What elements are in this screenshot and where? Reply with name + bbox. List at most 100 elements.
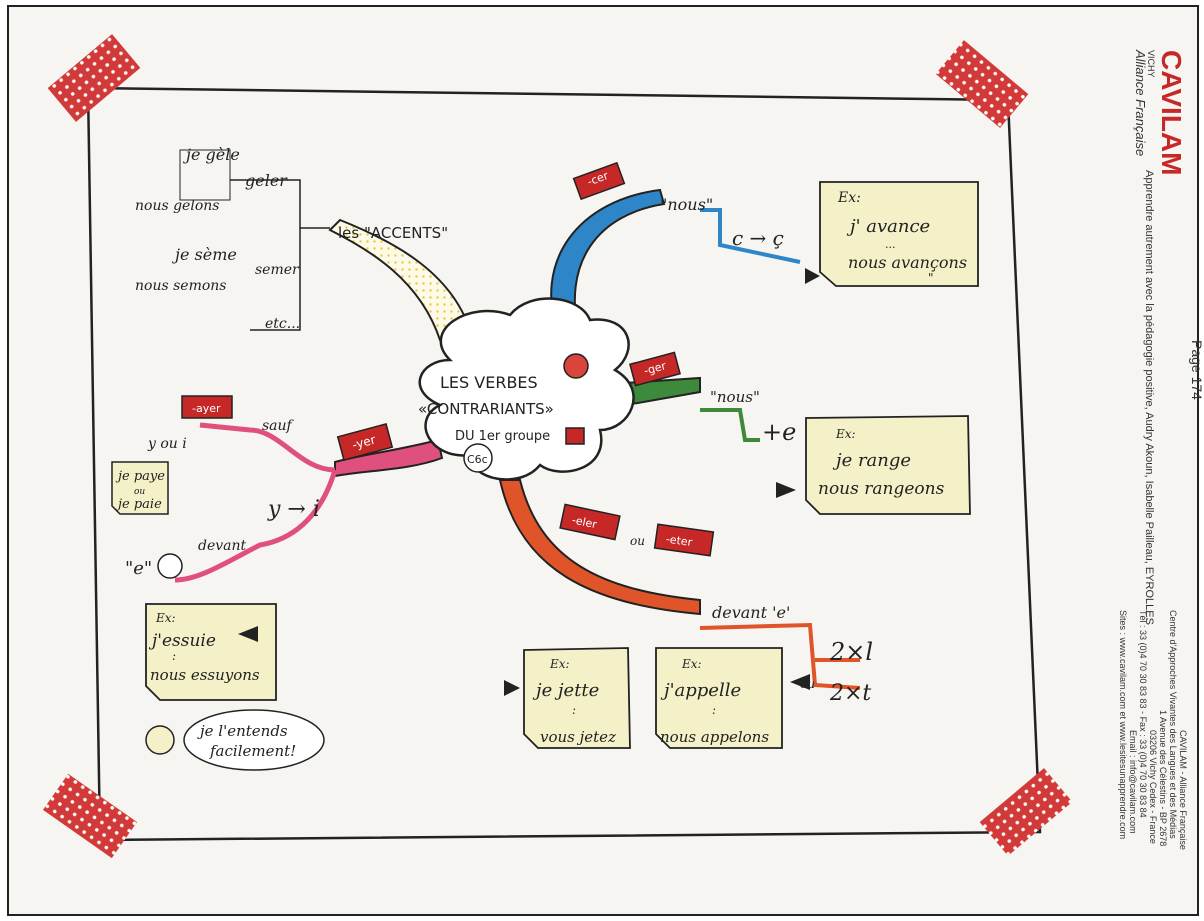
yer-y-or-i: y ou i (147, 436, 187, 452)
yer-note-line2: : (172, 649, 176, 663)
paper-sheet (7, 5, 1199, 916)
eler-note-2 (523, 647, 631, 749)
address-line-5: Tél : 33 (0)4 70 30 83 83 - Fax : 33 (0)… (1138, 610, 1148, 818)
yer-rule: y → i (267, 497, 320, 522)
cer-note-line3: nous avançons (848, 253, 967, 272)
center-badge-circle (463, 443, 493, 473)
accents-example-3: nous gelons (135, 198, 219, 214)
eter-tag (653, 523, 715, 557)
ger-note-line2: nous rangeons (818, 479, 945, 499)
accents-label: les "ACCENTS" (338, 224, 448, 242)
ger-note-ex: Ex: (835, 427, 856, 441)
accents-example-2: geler (245, 171, 288, 190)
smiling-face-icon (145, 725, 175, 755)
address-line-1: CAVILAM - Alliance Française (1178, 730, 1188, 850)
center-title-line3: DU 1er groupe (455, 429, 550, 444)
accents-example-4: je sème (172, 245, 237, 264)
yer-before: devant (198, 538, 247, 554)
address-line-7: Sites : www.cavilam.com et www.lesitesun… (1118, 610, 1128, 839)
yer-arrow-icon (238, 626, 258, 642)
yer-note-line3: nous essuyons (150, 666, 260, 684)
brand-sub: VICHY (1146, 50, 1156, 78)
eler-arrow-2-icon (504, 680, 520, 696)
accents-example-6: nous semons (135, 278, 226, 294)
speech-line1: je l'entends (197, 722, 288, 740)
cer-branch (550, 188, 666, 341)
speech-line2: facilement! (209, 742, 296, 760)
yer-paye-line1: je paye (115, 469, 165, 484)
yer-paye-line3: je paie (115, 497, 162, 512)
eler-tag (559, 503, 621, 541)
brand-line: Alliance Française (1133, 49, 1148, 156)
yer-line-bottom (174, 469, 338, 583)
cer-tag (572, 161, 626, 201)
accents-example-1: je gèle (183, 145, 240, 164)
eler-double-l: 2×l (829, 638, 873, 666)
ger-tag-label: -ger (643, 359, 668, 377)
ger-line (700, 408, 760, 442)
address-line-2: Centre d'Approches Vivantes des Langues … (1168, 610, 1178, 839)
cer-arrow-icon (805, 268, 820, 284)
eler-rule: devant 'e' (712, 603, 790, 622)
center-badge: C6c (467, 453, 488, 466)
eler-line (699, 622, 861, 690)
eler-note2-ex: Ex: (549, 657, 570, 671)
speech-bubble (183, 709, 325, 771)
eler-or: ou (630, 534, 645, 548)
eler-note1-line3: nous appelons (660, 728, 769, 746)
center-title-line1: LES VERBES (440, 373, 538, 392)
eler-branch (498, 479, 701, 616)
accents-connector (230, 179, 330, 229)
accents-box-1 (179, 149, 231, 201)
accents-example-7: etc... (265, 316, 300, 332)
cer-nous: "nous" (660, 195, 713, 214)
ger-tag (629, 351, 681, 387)
yer-tag (336, 423, 394, 461)
cer-note-line1: j' avance (846, 216, 930, 237)
ayer-tag (181, 395, 233, 419)
eler-double-t: 2×t (829, 681, 871, 706)
ayer-tag-label: -ayer (192, 402, 221, 415)
eler-note1-line1: j'appelle (660, 680, 741, 701)
yer-note-line1: j'essuie (148, 631, 216, 651)
accents-connector-2 (250, 228, 301, 331)
frowning-face-icon (563, 353, 589, 379)
ger-note-line1: je range (832, 450, 911, 471)
tape-bottom-left (42, 773, 138, 859)
ger-rule: +e (762, 418, 796, 446)
yer-except: sauf (262, 418, 295, 434)
eler-note2-line3: vous jetez (540, 728, 616, 746)
yer-tag-label: -yer (351, 432, 377, 452)
yer-paye-note (111, 461, 169, 515)
eler-note2-line1: je jette (532, 680, 599, 701)
tape-top-left (47, 34, 141, 122)
address-line-3: 1 Avenue des Célestins - BP 2678 (1158, 710, 1168, 846)
cer-note-line2: ... (885, 238, 896, 251)
cer-note-line4: " (928, 271, 934, 285)
accents-branch (328, 218, 472, 342)
ger-note (805, 415, 971, 515)
shocked-face-icon (157, 553, 183, 579)
drawn-frame (86, 86, 1042, 842)
page-number: Page 174 (1189, 340, 1204, 400)
yer-e-label: "e" (125, 558, 152, 579)
yer-note (145, 603, 277, 701)
sidebar: CAVILAM VICHY Alliance Française Apprend… (1118, 49, 1204, 850)
eler-note2-line2: : (572, 703, 576, 717)
cer-note (819, 181, 979, 287)
center-title-line2: «CONTRARIANTS» (418, 400, 554, 418)
address-line-4: 03206 Vichy Cedex - France (1148, 730, 1158, 844)
yer-paye-line2: ou (134, 487, 145, 497)
eler-arrow-icon (790, 674, 810, 690)
yer-line-top (199, 422, 336, 473)
red-tag-icon (565, 427, 585, 445)
eler-note-1 (655, 647, 783, 749)
cer-note-ex: Ex: (837, 190, 861, 206)
eler-note1-ex: Ex: (681, 657, 702, 671)
tape-bottom-right (979, 768, 1073, 856)
eler-note1-line2: : (712, 703, 716, 717)
tagline: Apprendre autrement avec la pédagogie po… (1143, 170, 1155, 625)
ger-arrow-icon (776, 482, 796, 498)
cer-line (700, 208, 801, 264)
